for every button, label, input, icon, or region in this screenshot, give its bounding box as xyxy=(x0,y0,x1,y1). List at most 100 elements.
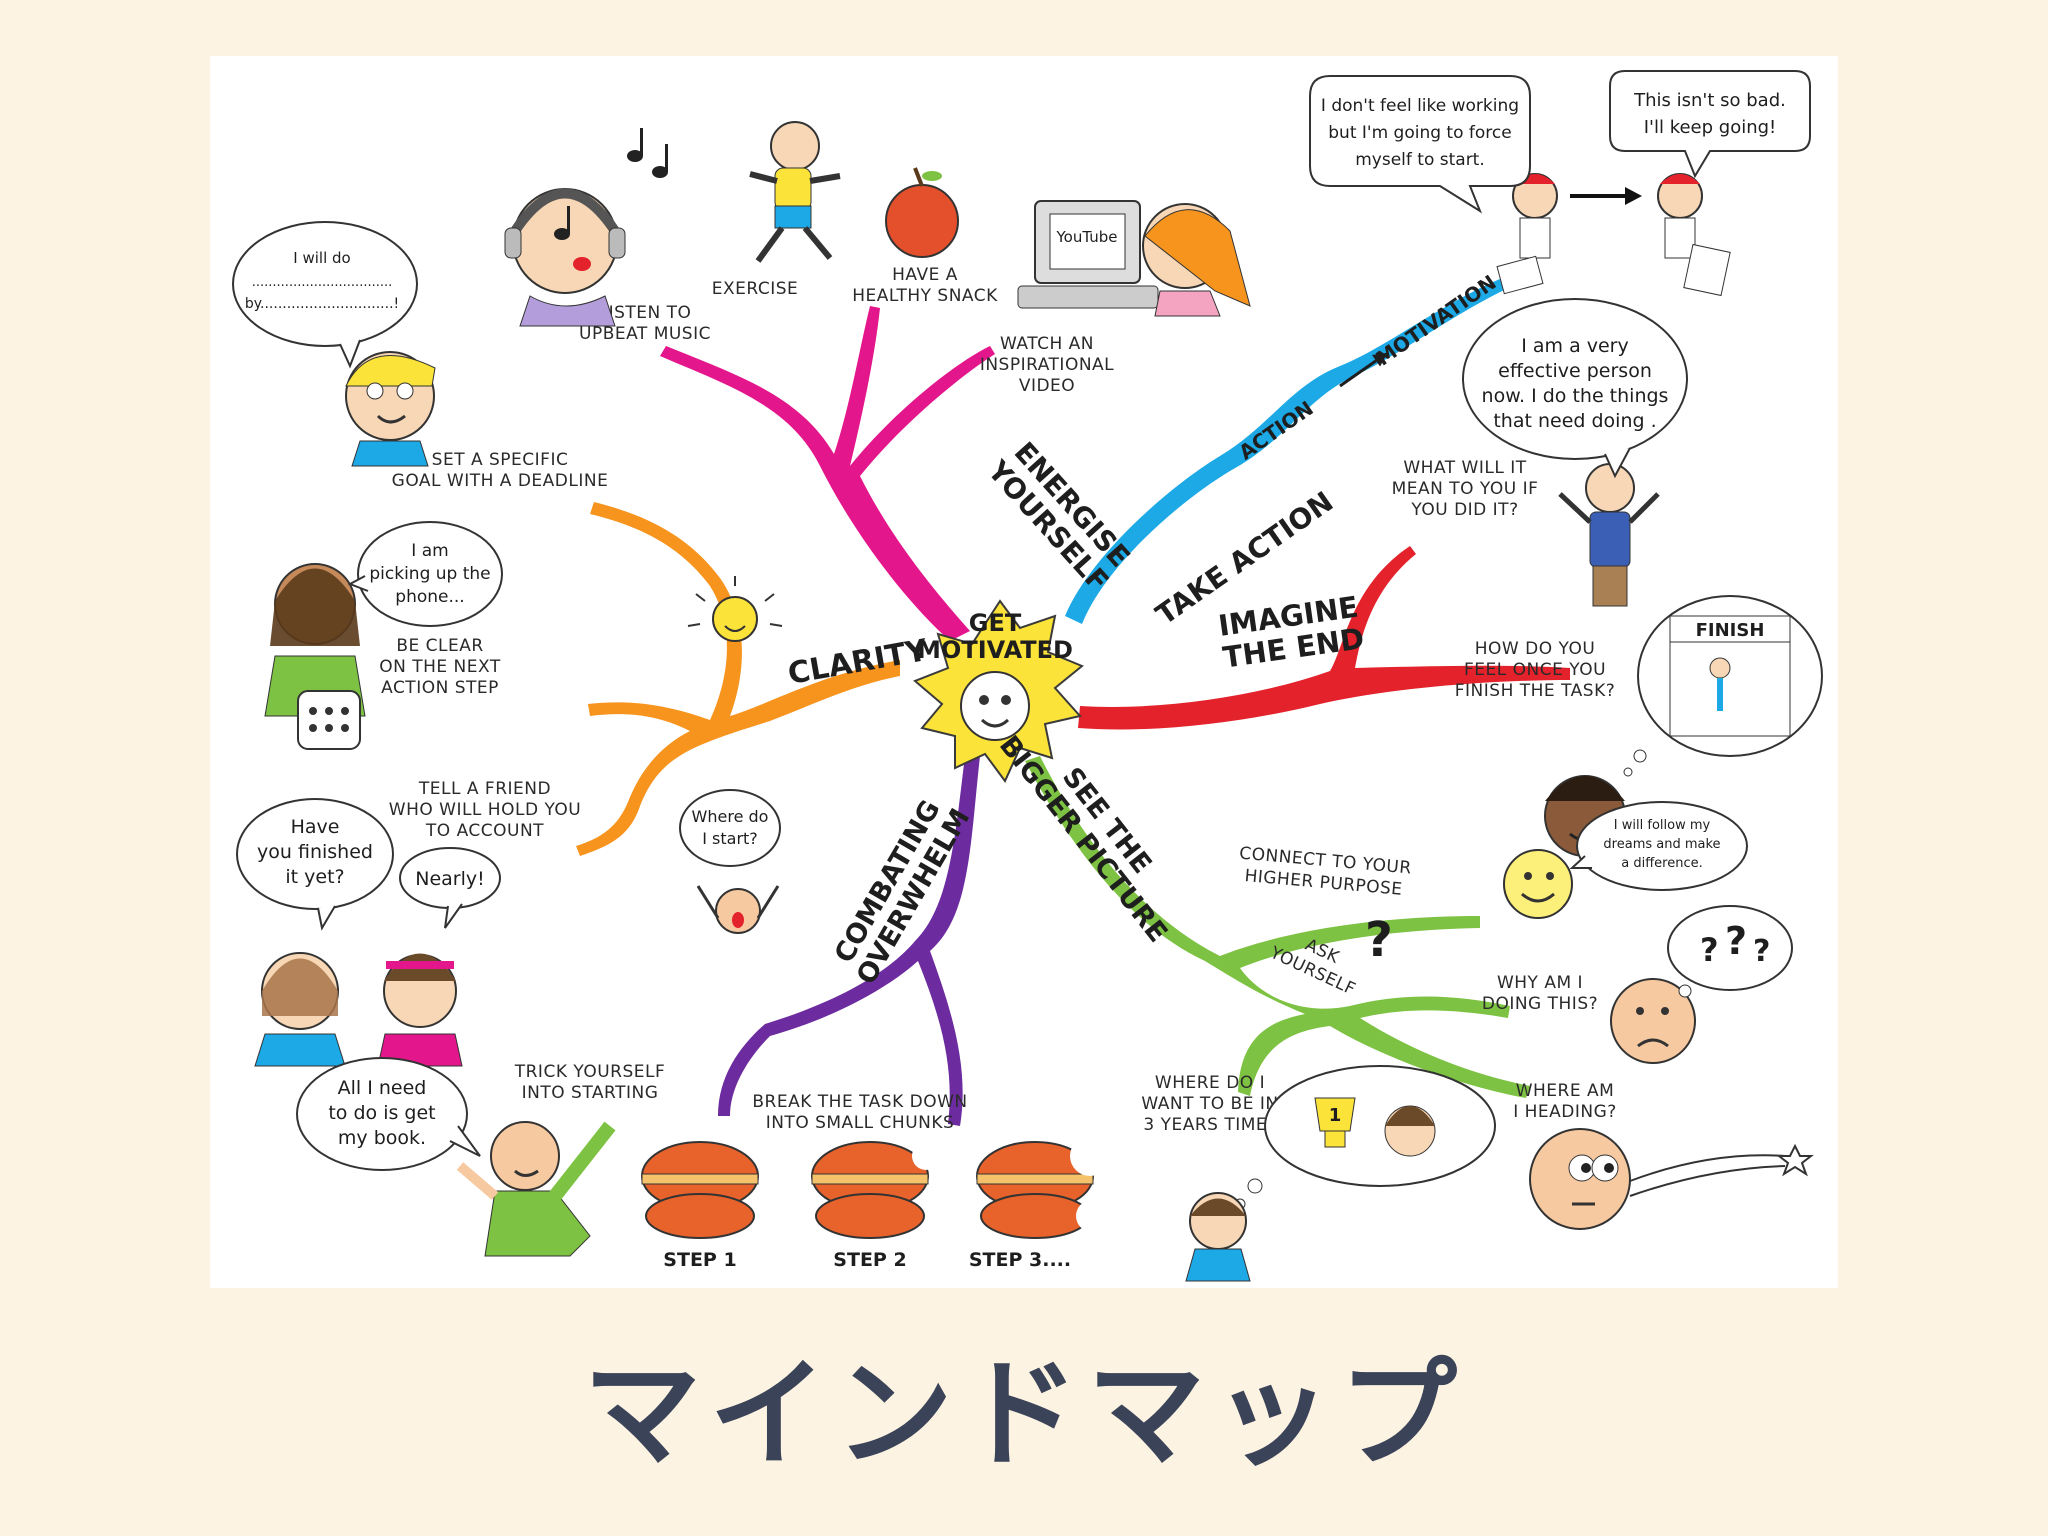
branch-clarity xyxy=(576,502,900,856)
branch-take-action xyxy=(1065,271,1524,624)
bald-head-illustration xyxy=(1529,1128,1631,1230)
svg-text:FINISH THE TASK?: FINISH THE TASK? xyxy=(1455,681,1615,701)
finish-label: FINISH xyxy=(1696,620,1765,641)
branch-overwhelm xyxy=(718,756,980,1126)
svg-text:but I'm going to force: but I'm going to force xyxy=(1328,123,1511,143)
svg-text:INTO SMALL CHUNKS: INTO SMALL CHUNKS xyxy=(766,1113,955,1133)
leaf-be-clear: BE CLEAR ON THE NEXT ACTION STEP xyxy=(379,636,501,698)
apple-icon xyxy=(885,167,959,258)
happy-worker-illustration xyxy=(1657,173,1731,297)
svg-text:TELL A FRIEND: TELL A FRIEND xyxy=(418,779,551,799)
svg-text:picking up the: picking up the xyxy=(369,564,490,584)
svg-text:HEALTHY SNACK: HEALTHY SNACK xyxy=(852,286,998,306)
sun-icon xyxy=(687,576,783,642)
speech-bubble-nearly: Nearly! xyxy=(399,847,501,929)
svg-text:TRICK YOURSELF: TRICK YOURSELF xyxy=(514,1062,666,1082)
svg-text:I am a very: I am a very xyxy=(1521,335,1629,357)
step-2-label: STEP 2 xyxy=(833,1249,906,1271)
speech-bubble-follow-dreams: I will follow my dreams and make a diffe… xyxy=(1569,801,1748,891)
svg-text:ON THE NEXT: ON THE NEXT xyxy=(379,657,501,677)
svg-text:I start?: I start? xyxy=(702,829,758,848)
svg-text:that need doing .: that need doing . xyxy=(1493,410,1656,432)
svg-text:I don't feel like working: I don't feel like working xyxy=(1321,96,1519,116)
branch-label-bigger-2: BIGGER PICTURE xyxy=(993,730,1173,948)
svg-text:This isn't so bad.: This isn't so bad. xyxy=(1633,90,1786,111)
center-eye-right xyxy=(1001,695,1011,705)
svg-text:to do is get: to do is get xyxy=(328,1102,435,1124)
speech-bubble-finished: Have you finished it yet? xyxy=(236,798,394,931)
leaf-what-mean: WHAT WILL IT MEAN TO YOU IF YOU DID IT? xyxy=(1392,458,1538,520)
svg-text:myself to start.: myself to start. xyxy=(1355,150,1485,170)
arrow-right-icon xyxy=(1570,187,1642,205)
svg-text:FEEL ONCE YOU: FEEL ONCE YOU xyxy=(1464,660,1606,680)
question-mark-2: ? xyxy=(1725,919,1747,963)
svg-text:I'll keep going!: I'll keep going! xyxy=(1644,117,1777,138)
question-mark-3: ? xyxy=(1753,934,1770,969)
svg-text:WHO WILL HOLD YOU: WHO WILL HOLD YOU xyxy=(389,800,581,820)
sub-label-action: ACTION xyxy=(1234,396,1317,464)
finish-thought-bubble: FINISH xyxy=(1623,595,1823,777)
leaf-deadline: SET A SPECIFIC GOAL WITH A DEADLINE xyxy=(392,450,609,491)
svg-text:SET A SPECIFIC: SET A SPECIFIC xyxy=(432,450,569,470)
leaf-video: WATCH AN INSPIRATIONAL VIDEO xyxy=(980,334,1114,396)
question-mark-1: ? xyxy=(1700,931,1719,969)
confused-man-illustration xyxy=(1610,978,1696,1064)
svg-text:WATCH AN: WATCH AN xyxy=(1000,334,1094,354)
trophy-number: 1 xyxy=(1329,1105,1342,1126)
center-title-line1: GET xyxy=(969,609,1022,637)
svg-text:WANT TO BE IN: WANT TO BE IN xyxy=(1141,1094,1278,1114)
step-3-label: STEP 3.... xyxy=(969,1249,1071,1271)
svg-text:WHY AM I: WHY AM I xyxy=(1497,973,1583,993)
svg-text:UPBEAT MUSIC: UPBEAT MUSIC xyxy=(579,324,711,344)
young-woman-illustration xyxy=(1185,1192,1251,1282)
leaf-connect: CONNECT TO YOUR HIGHER PURPOSE xyxy=(1238,844,1412,900)
branch-bigger-picture xyxy=(1025,756,1530,1098)
leaf-why: WHY AM I DOING THIS? xyxy=(1482,973,1598,1014)
two-girls-illustration xyxy=(254,952,463,1067)
center-face xyxy=(960,671,1030,741)
speech-bubble-phone: I am picking up the phone... xyxy=(347,521,503,627)
leaf-heading: WHERE AM I HEADING? xyxy=(1513,1081,1617,1122)
center-smile xyxy=(980,718,1010,728)
leaf-exercise: EXERCISE xyxy=(712,279,799,299)
arrow-right-icon xyxy=(1339,352,1388,388)
mind-map-card: GET MOTIVATED ENERGISE YOURSELF TAKE ACT… xyxy=(210,56,1838,1288)
svg-text:All I need: All I need xyxy=(338,1077,427,1099)
runner-illustration xyxy=(749,121,841,263)
svg-text:I HEADING?: I HEADING? xyxy=(1513,1102,1617,1122)
svg-text:GOAL WITH A DEADLINE: GOAL WITH A DEADLINE xyxy=(392,471,609,491)
leaf-tell-friend: TELL A FRIEND WHO WILL HOLD YOU TO ACCOU… xyxy=(389,779,581,841)
svg-text:dreams and make: dreams and make xyxy=(1603,837,1720,852)
leaf-where-years: WHERE DO I WANT TO BE IN 3 YEARS TIME? xyxy=(1141,1073,1278,1135)
branch-energise xyxy=(660,306,995,641)
center-eye-left xyxy=(979,695,989,705)
svg-text:I will do: I will do xyxy=(293,249,350,267)
leaf-break-task: BREAK THE TASK DOWN INTO SMALL CHUNKS xyxy=(752,1092,967,1133)
speech-bubble-not-bad: This isn't so bad. I'll keep going! xyxy=(1609,70,1811,179)
svg-text:effective person: effective person xyxy=(1498,360,1652,382)
ask-question-mark: ? xyxy=(1365,912,1393,968)
burger-icon xyxy=(811,1141,940,1239)
svg-text:YOU DID IT?: YOU DID IT? xyxy=(1410,500,1518,520)
speech-bubble-will-do: I will do ..............................… xyxy=(232,221,418,369)
svg-text:phone...: phone... xyxy=(395,587,464,607)
svg-text:it yet?: it yet? xyxy=(285,866,344,888)
girl-watching-illustration xyxy=(1142,203,1251,317)
burger-icon xyxy=(641,1141,759,1239)
svg-text:I will follow my: I will follow my xyxy=(1614,818,1711,833)
mind-map-diagram: GET MOTIVATED ENERGISE YOURSELF TAKE ACT… xyxy=(232,70,1823,1282)
speech-bubble-where-start: Where do I start? xyxy=(679,789,781,867)
svg-text:3 YEARS TIME?: 3 YEARS TIME? xyxy=(1143,1115,1276,1135)
svg-text:BE CLEAR: BE CLEAR xyxy=(396,636,483,656)
svg-text:by............................: by..............................! xyxy=(245,296,399,312)
svg-text:you finished: you finished xyxy=(257,841,373,863)
speech-bubble-effective: I am a very effective person now. I do t… xyxy=(1462,298,1688,479)
step-1-label: STEP 1 xyxy=(663,1249,736,1271)
sun-icon xyxy=(1503,849,1573,919)
svg-text:I am: I am xyxy=(411,541,448,561)
svg-text:ACTION STEP: ACTION STEP xyxy=(381,678,499,698)
question-thought-bubble: ? ? ? xyxy=(1667,905,1793,998)
speech-bubble-need-book: All I need to do is get my book. xyxy=(296,1057,481,1171)
dream-thought-bubble: 1 xyxy=(1234,1065,1496,1210)
svg-text:HOW DO YOU: HOW DO YOU xyxy=(1475,639,1596,659)
